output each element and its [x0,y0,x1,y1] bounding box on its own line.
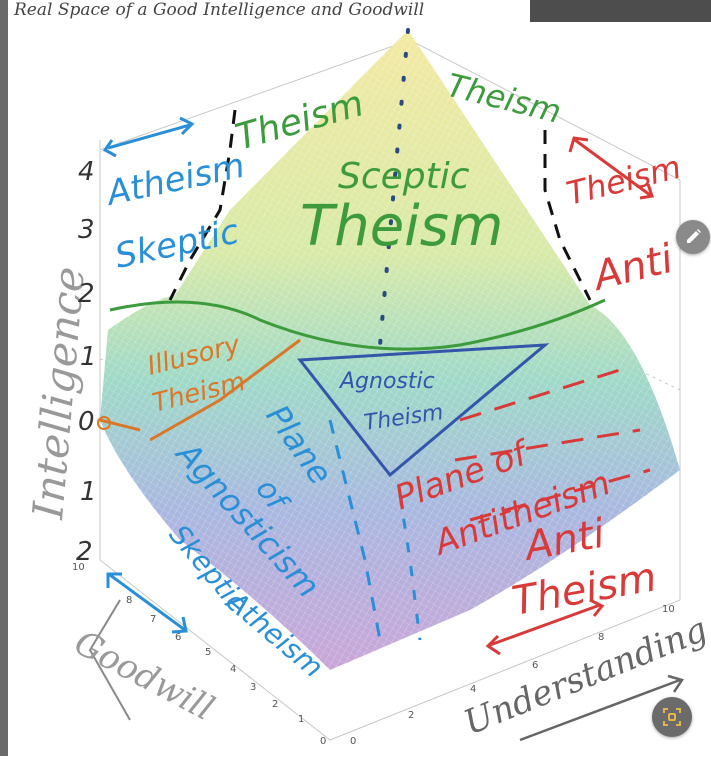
skeptic-atheism-arrow [106,572,188,634]
label-theism-anti-2: Anti [586,236,677,301]
edit-button[interactable] [676,220,710,254]
agnostic-triangle [297,343,550,478]
tick-gw-3: 3 [250,682,256,693]
center-dotted-line [378,28,410,347]
intelligence-ticks: 4 3 2 1 0 1 2 [76,157,97,567]
theism-boundary-curve [109,298,606,351]
left-edge-bar [0,0,8,756]
illusory-wedge [99,338,301,442]
atheism-arrow [102,116,195,158]
understanding-ticks: 10 8 6 4 2 0 [350,604,675,747]
header-caption: Real Space of a Good Intelligence and Go… [13,0,424,20]
tick-int-0: 0 [78,407,95,437]
tick-gw-6: 6 [175,632,181,643]
tick-gw-0: 0 [320,736,326,747]
tick-int-2-upper: 2 [78,279,95,309]
tick-int-1-upper: 1 [80,342,97,372]
tick-gw-4: 4 [230,664,236,675]
right-dashed-boundary [543,130,592,301]
tick-int-3: 3 [78,215,95,245]
tick-int-1-lower: 1 [80,477,97,507]
tick-un-0: 0 [350,736,356,747]
label-atheism: Atheism [102,146,249,215]
agnosticism-plane-dashes [328,419,382,641]
goodwill-ticks: 10 8 7 6 5 4 3 2 1 0 [72,562,326,747]
scan-button[interactable] [652,697,692,737]
antitheism-plane-dashes [454,368,651,522]
tick-gw-2: 2 [272,699,278,710]
tick-un-10: 10 [662,604,675,615]
tick-un-8: 8 [598,632,604,643]
tick-gw-7: 7 [150,614,156,625]
label-theism-anti-1: Theism [563,148,685,213]
tick-gw-1: 1 [298,714,304,725]
tick-un-4: 4 [470,684,476,695]
tick-gw-10: 10 [72,562,85,573]
label-agnostic: Agnostic [338,369,435,394]
scan-icon [663,708,681,726]
tick-gw-8: 8 [126,595,132,606]
label-theism-main: Theism [300,194,503,259]
tick-int-4: 4 [78,157,95,187]
origin-marker [97,416,111,430]
antitheism-arrow-bottom [485,598,605,656]
left-dashed-boundary [168,109,237,301]
antitheism-arrow-top [568,136,654,200]
goodwill-arrow [88,599,131,721]
label-sceptic: Sceptic [338,156,470,197]
pencil-icon [687,229,701,243]
tick-int-2-lower: 2 [76,537,93,567]
goodwill-axis-label: Goodwill [68,623,221,729]
tick-un-6: 6 [532,660,538,671]
tick-un-2: 2 [408,710,414,721]
header-dark-strip [530,0,711,22]
tick-gw-5: 5 [205,647,211,658]
understanding-arrow [519,674,684,742]
